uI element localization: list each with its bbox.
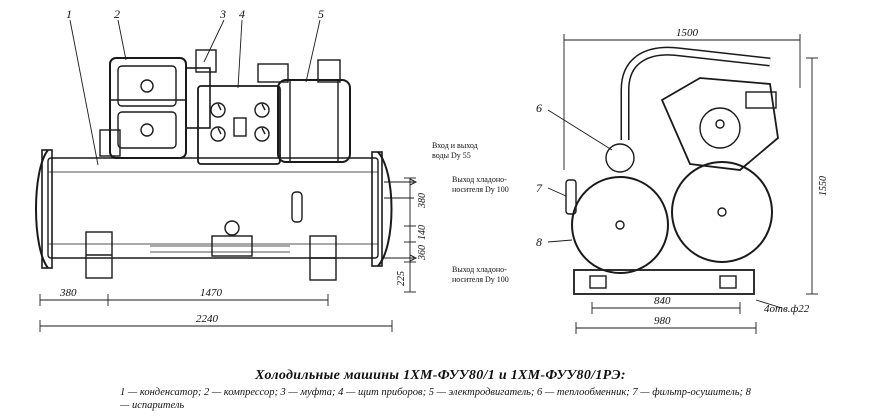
condenser-shell: [47, 157, 379, 259]
compressor: [99, 57, 187, 159]
heat-exchanger-drum: [671, 161, 773, 263]
dim-225: 225: [396, 271, 407, 286]
dim-360: 360: [417, 245, 428, 261]
coupling: [185, 49, 217, 129]
pipe-water-label-1: Вход и выход: [432, 141, 478, 150]
dim-980: 980: [654, 315, 671, 327]
electric-motor: [257, 59, 351, 163]
callout-6: 6: [536, 101, 542, 115]
pipe-water-label-2: воды Dу 55: [432, 151, 471, 160]
dim-1550: 1550: [818, 176, 829, 196]
callout-7: 7: [536, 181, 543, 195]
dim-2240: 2240: [196, 313, 219, 325]
end-view: [547, 34, 818, 334]
pipe-out1-label-2: носителя Dу 100: [452, 185, 509, 194]
callout-2: 2: [114, 7, 120, 21]
pipe-out1-label-1: Выход хладоно-: [452, 175, 507, 184]
base-frame: [573, 269, 755, 295]
figure-title: Холодильные машины 1ХМ-ФУУ80/1 и 1ХМ-ФУУ…: [255, 368, 626, 383]
pipe-out2-label-2: носителя Dу 100: [452, 275, 509, 284]
figure-legend: 1 — конденсатор; 2 — компрессор; 3 — муф…: [120, 387, 751, 411]
side-view: [35, 19, 418, 332]
right-end-cap: [377, 151, 393, 267]
heat-exchanger: [605, 143, 635, 173]
dim-140: 140: [417, 225, 428, 240]
callout-1: 1: [66, 7, 72, 21]
dim-840: 840: [654, 295, 671, 307]
dim-380-vertical: 380: [417, 193, 428, 209]
support-left: [85, 231, 113, 279]
support-right: [309, 235, 337, 281]
callout-5: 5: [318, 7, 324, 21]
filter-drier: [565, 179, 577, 215]
instrument-panel: [197, 85, 281, 165]
left-end-cap: [35, 149, 49, 269]
callout-8: 8: [536, 235, 542, 249]
callout-3: 3: [219, 7, 226, 21]
evaporator: [571, 176, 669, 274]
dim-380-horizontal: 380: [59, 287, 77, 299]
callout-4: 4: [239, 7, 245, 21]
dim-1470: 1470: [200, 287, 223, 299]
pipe-out2-label-1: Выход хладоно-: [452, 265, 507, 274]
dim-1500: 1500: [676, 27, 699, 39]
dim-holes: 4отв.ф22: [764, 303, 810, 315]
